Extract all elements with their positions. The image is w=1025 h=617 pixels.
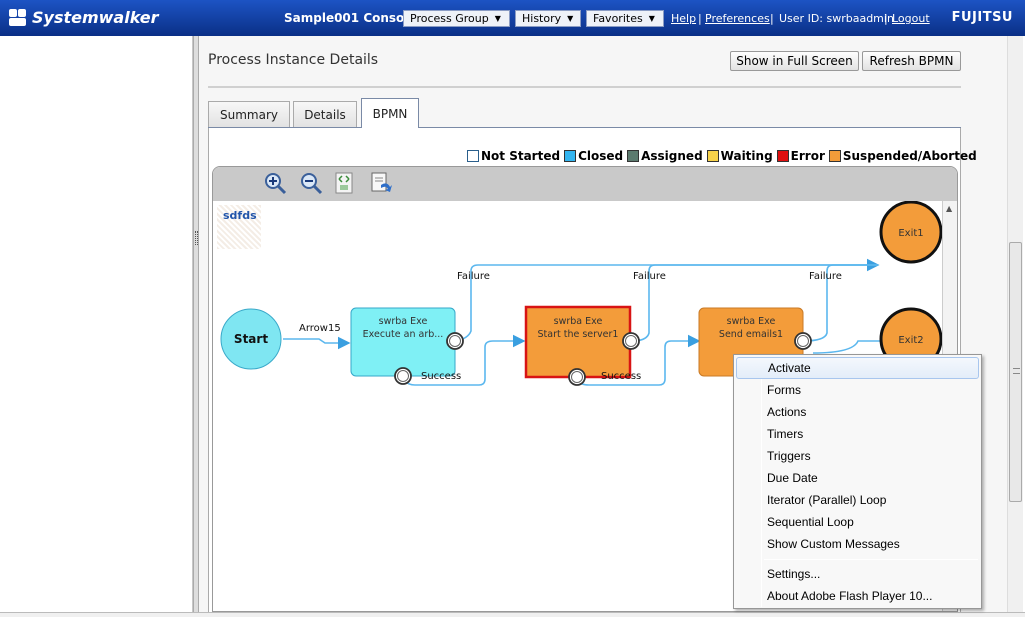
failure-label: Failure — [633, 271, 666, 282]
console-title: Sample001 Console — [284, 11, 417, 25]
bpmn-toolbar — [213, 167, 957, 201]
legend-swatch-error — [776, 150, 789, 162]
flow-failure-3 — [802, 264, 878, 342]
pool-label: sdfds — [217, 205, 261, 249]
task-line1: swrba Exe — [727, 316, 776, 327]
menu-item-iterator-parallel-loop[interactable]: Iterator (Parallel) Loop — [767, 493, 887, 507]
legend-label: Assigned — [641, 149, 703, 163]
task-line1: swrba Exe — [379, 316, 428, 327]
task-line2: Execute an arb... — [363, 329, 444, 340]
task-line2: Send emails1 — [719, 329, 783, 340]
user-id-label: User ID: swrbaadmin — [779, 12, 894, 25]
menu-label: History — [522, 12, 562, 25]
menu-item-forms[interactable]: Forms — [767, 383, 801, 397]
pane-splitter[interactable] — [193, 36, 199, 612]
menu-process-group[interactable]: Process Group ▼ — [403, 10, 510, 27]
header-divider: | — [698, 12, 702, 25]
menu-history[interactable]: History ▼ — [515, 10, 581, 27]
menu-item-activate[interactable]: Activate — [736, 357, 979, 379]
preferences-link[interactable]: Preferences — [705, 12, 770, 25]
tab-details[interactable]: Details — [293, 101, 357, 127]
header-divider: | — [884, 12, 888, 25]
success-label: Success — [421, 371, 461, 382]
legend-label: Waiting — [720, 149, 773, 163]
arrow15-label: Arrow15 — [299, 323, 341, 334]
help-link[interactable]: Help — [671, 12, 697, 25]
bpmn-diagram: Start Arrow15 swrba Exe Execute an arb..… — [220, 201, 942, 386]
legend-label: Suspended/Aborted — [842, 149, 977, 163]
menu-item-timers[interactable]: Timers — [767, 427, 804, 441]
start-event[interactable] — [220, 308, 282, 370]
menu-item-due-date[interactable]: Due Date — [767, 471, 818, 485]
page-scrollbar[interactable] — [1007, 36, 1023, 612]
fujitsu-logo: FUJITSU — [951, 10, 1013, 25]
title-divider — [208, 86, 961, 88]
legend-swatch-not-started — [467, 150, 479, 162]
scroll-grip-icon — [1013, 368, 1020, 374]
menu-item-show-custom-messages[interactable]: Show Custom Messages — [767, 537, 900, 551]
menu-item-sequential-loop[interactable]: Sequential Loop — [767, 515, 854, 529]
legend-label: Closed — [578, 149, 624, 163]
logout-link[interactable]: Logout — [892, 12, 930, 25]
task-line2: Start the server1 — [538, 329, 619, 340]
tab-summary[interactable]: Summary — [208, 101, 290, 127]
boundary-inner-icon — [449, 335, 461, 347]
window-bottom-edge — [0, 612, 1025, 617]
flow-success-3 — [812, 340, 881, 354]
scroll-up-icon[interactable]: ▲ — [946, 204, 953, 213]
exit-label: Exit2 — [898, 335, 923, 346]
chevron-down-icon: ▼ — [494, 14, 501, 23]
failure-label: Failure — [809, 271, 842, 282]
header-divider: | — [770, 12, 774, 25]
top-bar: Systemwalker Sample001 Console Process G… — [0, 0, 1025, 36]
menu-label: Process Group — [410, 12, 489, 25]
menu-item-triggers[interactable]: Triggers — [767, 449, 811, 463]
refresh-bpmn-button[interactable]: Refresh BPMN — [862, 51, 961, 71]
fit-to-screen-icon[interactable] — [333, 171, 357, 195]
menu-label: Favorites — [593, 12, 643, 25]
legend-swatch-suspended — [828, 150, 841, 162]
chevron-down-icon: ▼ — [648, 14, 655, 23]
tab-divider — [208, 127, 961, 128]
legend-label: Not Started — [481, 149, 561, 163]
boundary-inner-icon — [397, 370, 409, 382]
legend-swatch-waiting — [706, 150, 719, 162]
legend-swatch-assigned — [627, 150, 640, 162]
show-full-screen-button[interactable]: Show in Full Screen — [730, 51, 859, 71]
menu-item-actions[interactable]: Actions — [767, 405, 807, 419]
failure-label: Failure — [457, 271, 490, 282]
page-title: Process Instance Details — [208, 52, 379, 68]
zoom-in-icon[interactable] — [263, 171, 287, 195]
logo-mark-icon — [8, 8, 28, 27]
logo-text: Systemwalker — [32, 8, 159, 27]
systemwalker-logo: Systemwalker — [8, 8, 159, 27]
zoom-out-icon[interactable] — [299, 171, 323, 195]
chevron-down-icon: ▼ — [567, 14, 574, 23]
boundary-inner-icon — [625, 335, 637, 347]
legend-label: Error — [790, 149, 825, 163]
start-label: Start — [234, 332, 268, 346]
boundary-inner-icon — [797, 335, 809, 347]
menu-gutter — [761, 357, 762, 607]
task-start-the-server[interactable] — [524, 305, 632, 379]
flow-arrow15 — [283, 336, 351, 350]
menu-item-about-flash-player[interactable]: About Adobe Flash Player 10... — [767, 589, 933, 603]
task-line1: swrba Exe — [554, 316, 603, 327]
status-legend: Not Started Closed Assigned Waiting Erro… — [467, 149, 977, 163]
menu-separator — [764, 559, 978, 560]
success-label: Success — [601, 371, 641, 382]
menu-favorites[interactable]: Favorites ▼ — [586, 10, 664, 27]
scrollbar-thumb[interactable] — [1009, 242, 1022, 502]
flow-failure-2 — [630, 264, 878, 342]
context-menu: Activate Forms Actions Timers Triggers D… — [733, 354, 982, 609]
legend-swatch-closed — [564, 150, 577, 162]
menu-item-settings[interactable]: Settings... — [767, 567, 821, 581]
boundary-inner-icon — [571, 371, 583, 383]
splitter-grip-icon — [195, 231, 198, 245]
export-icon[interactable] — [369, 171, 393, 195]
exit-label: Exit1 — [898, 228, 923, 239]
left-pane — [0, 36, 193, 612]
tab-bpmn[interactable]: BPMN — [361, 98, 419, 128]
exit1-event[interactable] — [879, 201, 942, 264]
